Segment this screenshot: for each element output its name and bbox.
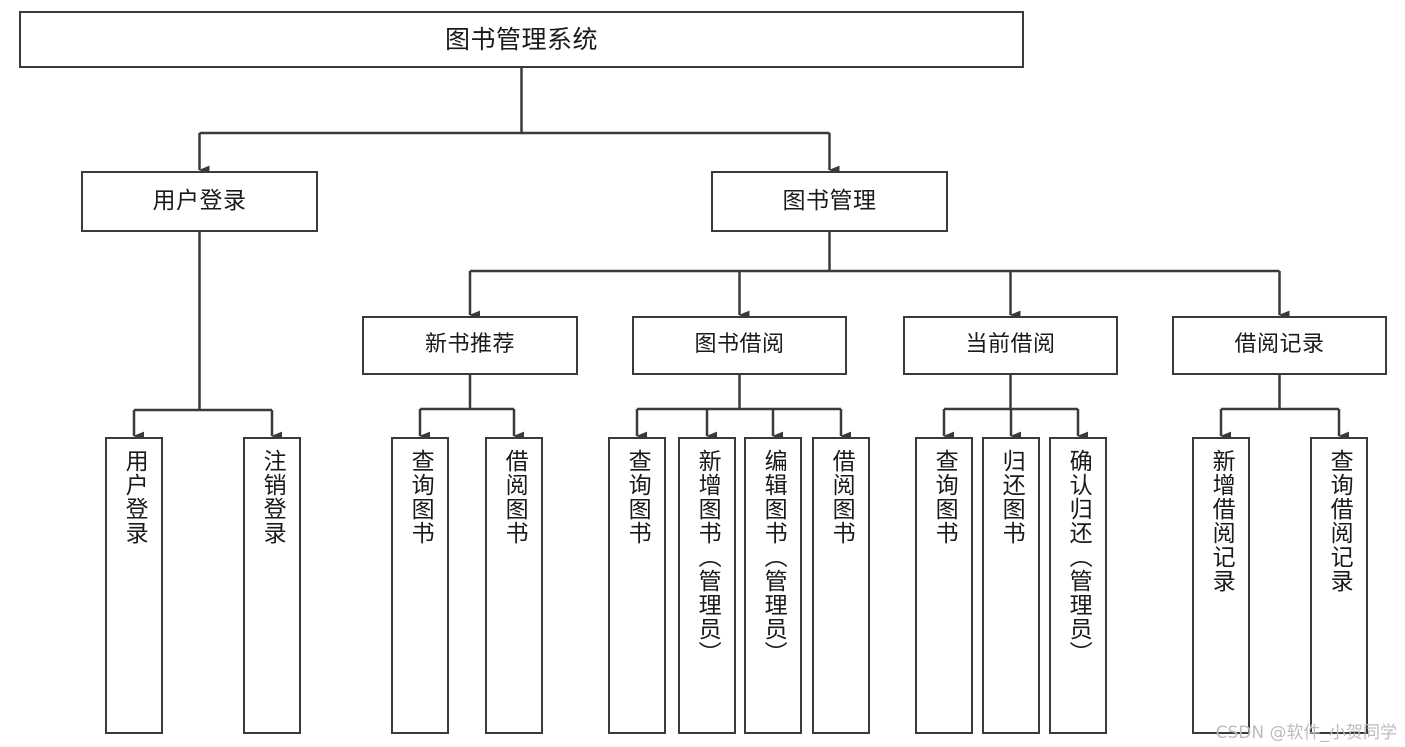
edge-group — [132, 68, 1350, 441]
node-label: 查询借阅记录 — [1326, 449, 1353, 593]
node-label: 图书借阅 — [694, 332, 785, 358]
node-leaf-6[interactable]: 新增图书（管理员） — [678, 437, 736, 734]
node-label: 注销登录 — [259, 449, 286, 545]
node-leaf-4[interactable]: 借阅图书 — [485, 437, 543, 734]
node-label: 确认归还（管理员） — [1065, 449, 1092, 665]
node-leaf-10[interactable]: 归还图书 — [982, 437, 1040, 734]
node-label: 新增图书（管理员） — [694, 449, 721, 665]
node-label: 借阅图书 — [501, 449, 528, 545]
node-label: 查询图书 — [407, 449, 434, 545]
node-label: 用户登录 — [152, 187, 247, 214]
node-l3-3[interactable]: 当前借阅 — [903, 316, 1118, 375]
node-label: 图书管理系统 — [444, 24, 598, 54]
node-label: 查询图书 — [931, 449, 958, 545]
node-label: 查询图书 — [624, 449, 651, 545]
node-l3-1[interactable]: 新书推荐 — [362, 316, 578, 375]
node-label: 图书管理 — [782, 187, 877, 214]
node-leaf-8[interactable]: 借阅图书 — [812, 437, 870, 734]
node-root[interactable]: 图书管理系统 — [19, 11, 1024, 68]
node-label: 新书推荐 — [424, 332, 515, 358]
node-leaf-9[interactable]: 查询图书 — [915, 437, 973, 734]
node-leaf-1[interactable]: 用户登录 — [105, 437, 163, 734]
node-leaf-13[interactable]: 查询借阅记录 — [1310, 437, 1368, 734]
node-label: 借阅记录 — [1234, 332, 1325, 358]
node-label: 当前借阅 — [965, 332, 1056, 358]
node-leaf-12[interactable]: 新增借阅记录 — [1192, 437, 1250, 734]
node-l2-1[interactable]: 用户登录 — [81, 171, 318, 232]
node-leaf-7[interactable]: 编辑图书（管理员） — [744, 437, 802, 734]
node-leaf-3[interactable]: 查询图书 — [391, 437, 449, 734]
node-label: 编辑图书（管理员） — [760, 449, 787, 665]
node-leaf-5[interactable]: 查询图书 — [608, 437, 666, 734]
node-leaf-11[interactable]: 确认归还（管理员） — [1049, 437, 1107, 734]
node-l3-4[interactable]: 借阅记录 — [1172, 316, 1387, 375]
node-label: 新增借阅记录 — [1208, 449, 1235, 593]
node-l3-2[interactable]: 图书借阅 — [632, 316, 847, 375]
node-label: 归还图书 — [998, 449, 1025, 545]
node-l2-2[interactable]: 图书管理 — [711, 171, 948, 232]
node-label: 用户登录 — [121, 449, 148, 545]
node-leaf-2[interactable]: 注销登录 — [243, 437, 301, 734]
node-label: 借阅图书 — [828, 449, 855, 545]
